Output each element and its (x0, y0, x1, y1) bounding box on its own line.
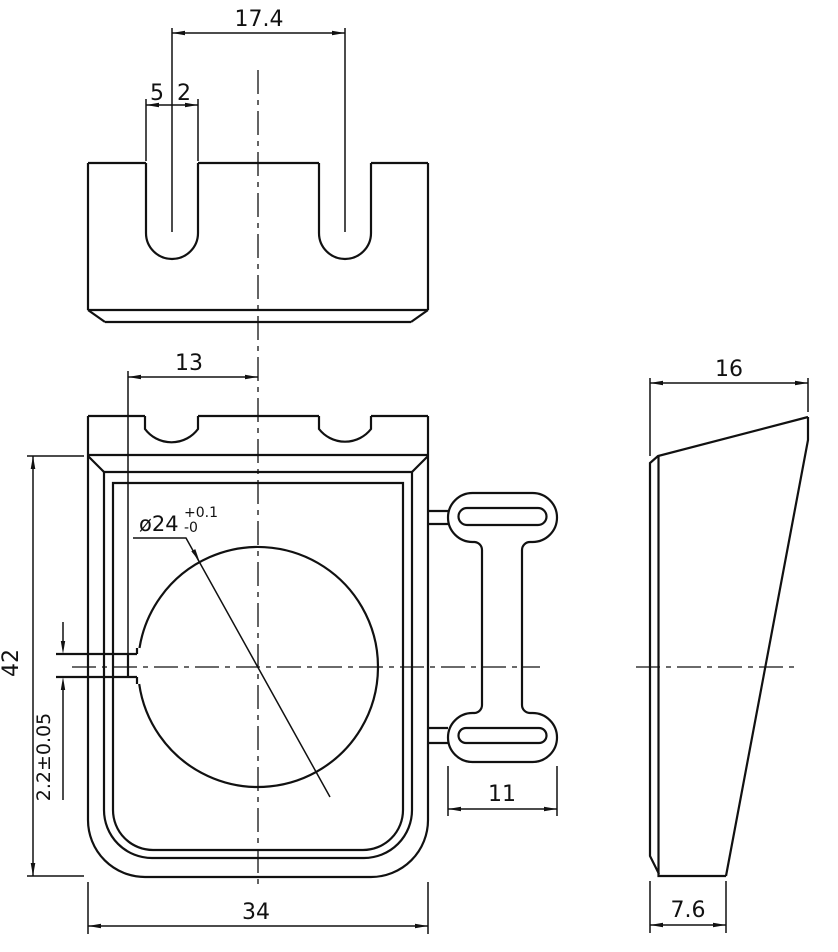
dim-depth-top-lines (649, 378, 809, 456)
dim-slot-width-label-right: 2 (177, 81, 191, 106)
dimension-lines (27, 28, 809, 934)
centerlines (72, 70, 796, 890)
arrowhead (30, 863, 36, 876)
arrowhead (650, 380, 663, 386)
arrowhead (650, 922, 663, 928)
front-notch-right (317, 416, 373, 443)
dim-depth-bottom-label: 7.6 (671, 898, 706, 923)
arrowhead (332, 30, 345, 36)
front-view (56, 414, 559, 879)
arrowhead (30, 456, 36, 469)
dim-slot-width-label-left: 5 (150, 81, 164, 106)
strap-link-outline (446, 491, 559, 764)
dim-tab-height-label: 2.2±0.05 (33, 713, 55, 801)
arrowhead (191, 549, 200, 562)
arrowheads (30, 30, 808, 929)
dim-body-height-label: 42 (0, 649, 24, 677)
arrowhead (172, 30, 185, 36)
dim-tab-offset-lines (127, 371, 258, 654)
arrowhead (60, 677, 66, 690)
arrowhead (128, 374, 141, 380)
bore-circle (138, 545, 380, 789)
arrowhead (795, 380, 808, 386)
top-view-slot-left (144, 163, 200, 261)
bore-tolerance-minus: -0 (184, 520, 198, 536)
front-notch-left (143, 416, 200, 444)
top-view-slot-right (317, 163, 373, 261)
dim-link-width-label: 11 (488, 782, 516, 807)
front-inner-rim-1 (102, 470, 414, 860)
dim-body-width-label: 34 (242, 900, 270, 925)
front-outer-outline (86, 416, 430, 879)
side-inner-edge-and-bottom (657, 456, 726, 878)
bore-leader-line (133, 537, 331, 798)
arrowhead (448, 806, 461, 812)
arrowhead (544, 806, 557, 812)
strap-slot-top (457, 506, 548, 527)
front-corner-chamfers (87, 455, 429, 473)
bore-tolerance-plus: +0.1 (184, 505, 218, 521)
arrowhead (88, 923, 101, 929)
arrowhead (415, 923, 428, 929)
dim-slot-spacing-lines (171, 28, 346, 232)
side-top-and-left-edge (648, 415, 809, 875)
strap-connector-stubs (428, 509, 448, 745)
dim-body-height-lines (27, 455, 84, 877)
side-tab-slot (56, 648, 139, 684)
arrowhead (146, 102, 159, 108)
front-inner-rim-2 (111, 481, 405, 852)
arrowhead (713, 922, 726, 928)
arrowhead (185, 102, 198, 108)
bore-label: ø24 (139, 512, 179, 536)
dim-depth-top-label: 16 (715, 357, 743, 382)
dim-slot-spacing-label: 17.4 (235, 7, 284, 32)
dim-tab-offset-label: 13 (175, 351, 203, 376)
side-right-slant (724, 417, 810, 877)
strap-slot-bottom (457, 726, 548, 745)
dimension-texts: 17.4 5 2 13 ø24 +0.1 -0 42 2.2±0.05 34 1… (0, 7, 743, 925)
dim-body-width-lines (87, 882, 429, 934)
side-view (648, 415, 810, 878)
dim-link-width-lines (447, 766, 558, 816)
arrowhead (60, 641, 66, 654)
arrowhead (245, 374, 258, 380)
